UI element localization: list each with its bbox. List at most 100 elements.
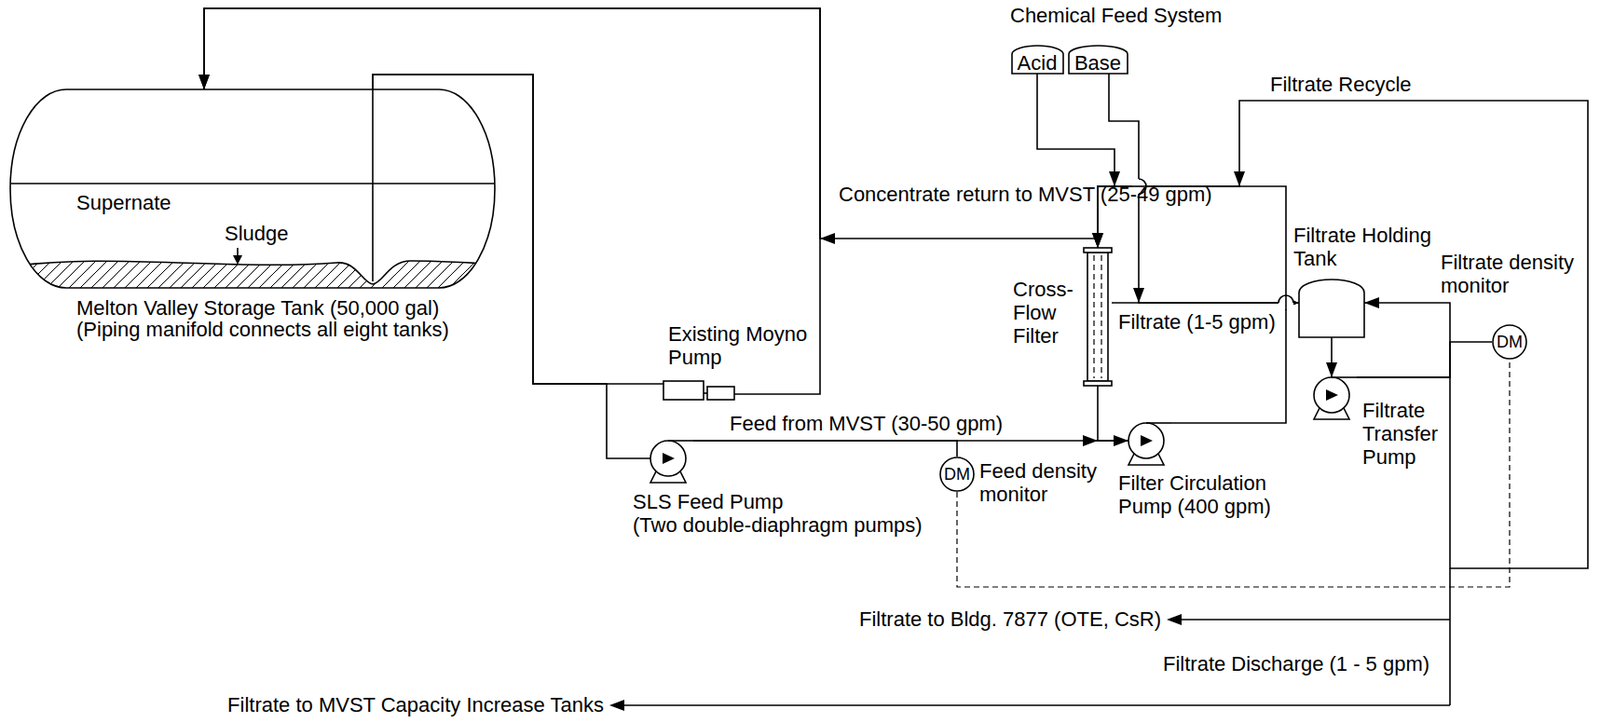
- pump-casing: [1128, 423, 1164, 459]
- pump-symbol: [1313, 377, 1357, 421]
- pump-impeller: [1140, 435, 1153, 447]
- hop-gap: [1132, 178, 1146, 194]
- htank-symbol: [1299, 279, 1365, 338]
- tank-zone-label: Sludge: [224, 221, 289, 246]
- destination-label: Filtrate to Bldg. 7877 (OTE, CsR): [859, 607, 1162, 631]
- filter-body: [1087, 252, 1108, 382]
- hop-arc: [1278, 295, 1294, 303]
- filter-circulation-pump: Filter Circulation Pump (400 gpm): [1128, 423, 1172, 466]
- instrument-circle: [940, 457, 974, 492]
- sludge-hatch: [10, 260, 495, 288]
- arrow-head: [232, 255, 243, 265]
- flow-label: Filtrate (1-5 gpm): [1118, 310, 1276, 334]
- pipe-connector: [1356, 341, 1492, 378]
- pipe-connector: [693, 440, 958, 457]
- pump-outlet: [1331, 376, 1357, 379]
- pipe-segment: [1131, 185, 1147, 188]
- pipe-connector: [1111, 301, 1300, 304]
- pump-impeller: [1326, 389, 1339, 401]
- pipe-connector: [204, 8, 1098, 248]
- moyno-symbol: [663, 381, 735, 400]
- instrument-tag: DM: [1496, 332, 1523, 353]
- system-label: Chemical Feed System: [1010, 3, 1222, 28]
- tank-label: Melton Valley Storage Tank (50,000 gal): [76, 296, 439, 320]
- filtrate-holding-tank: Filtrate Holding Tank: [1299, 279, 1365, 338]
- pump-outlet: [1146, 422, 1172, 424]
- arrow-head: [1166, 614, 1182, 626]
- tank-outline: [1299, 279, 1365, 338]
- arrow-head: [1082, 435, 1098, 447]
- pump-symbol: [1128, 423, 1172, 466]
- cross-flow-filter: Cross-Flow Filter: [1083, 247, 1112, 386]
- tank-label: (Piping manifold connects all eight tank…: [76, 317, 450, 342]
- filter-label: Cross-Flow Filter: [1012, 277, 1079, 348]
- tank-label: Acid: [1017, 51, 1058, 75]
- tank-label: Base: [1074, 51, 1122, 75]
- dip-pipe: [371, 89, 374, 282]
- pump-label: Filtrate Transfer Pump: [1362, 398, 1449, 469]
- base-tank: Base: [1068, 45, 1128, 74]
- pump-shaft: [703, 392, 708, 395]
- tank-outline: [1011, 45, 1064, 74]
- discharge-pipe: [1179, 618, 1450, 621]
- filter-element: [1093, 255, 1095, 379]
- feed-density-monitor: DMFeed density monitor: [939, 456, 975, 493]
- discharge-pipe: [622, 704, 1450, 707]
- arrow-head: [1133, 287, 1145, 303]
- line-hop: [1278, 295, 1294, 311]
- pipe-connector: [1330, 337, 1333, 378]
- pipe-connector: [1037, 73, 1115, 248]
- flow-label: Concentrate return to MVST (25-49 gpm): [838, 182, 1053, 206]
- filter-symbol: [1083, 247, 1112, 386]
- filter-cap: [1083, 247, 1112, 253]
- pipe-segment: [1285, 295, 1287, 311]
- pump-symbol: [650, 440, 694, 484]
- pump-outlet: [668, 439, 694, 442]
- instrument-circle: [1492, 325, 1527, 359]
- pipe-connector: [1097, 186, 1286, 424]
- hop-arc: [1138, 178, 1147, 194]
- tank-outline: [10, 89, 495, 288]
- destination-label: Filtrate to MVST Capacity Increase Tanks: [227, 693, 604, 717]
- storage-tank: SupernateSludgeMelton Valley Storage Tan…: [10, 89, 495, 288]
- moyno-pump: Existing Moyno Pump: [663, 381, 735, 400]
- arrow-head: [609, 699, 625, 712]
- pump-casing: [1313, 377, 1350, 413]
- filtrate-transfer-pump: Filtrate Transfer Pump: [1313, 377, 1357, 421]
- tank-outline: [1068, 45, 1128, 74]
- leader-line: [236, 247, 239, 256]
- pump-label: SLS Feed Pump: [632, 490, 783, 514]
- pipe-connector: [1356, 302, 1450, 378]
- pump-motor: [707, 386, 735, 400]
- flow-label: Feed from MVST (30-50 gpm): [729, 411, 1003, 436]
- arrow-head: [1233, 171, 1245, 187]
- pipe-connector: [1097, 385, 1129, 441]
- filtrate-density-monitor: DMFiltrate density monitor: [1491, 324, 1528, 360]
- flow-label: Filtrate Discharge (1 - 5 gpm): [1162, 652, 1430, 676]
- arrow-head: [1108, 171, 1121, 187]
- flow-label: Filtrate Recycle: [1270, 72, 1412, 96]
- pump-note: (Two double-diaphragm pumps): [632, 513, 923, 537]
- instrument-label: Feed density monitor: [979, 459, 1106, 506]
- signal-connector: [957, 359, 1510, 588]
- filter-element: [1100, 255, 1102, 379]
- pump-casing: [650, 440, 686, 477]
- pipe-connector: [1108, 73, 1300, 303]
- pump-impeller: [662, 452, 675, 465]
- sls-feed-pump: SLS Feed Pump(Two double-diaphragm pumps…: [650, 440, 694, 484]
- instrument-tag: DM: [943, 464, 971, 485]
- pipe-connector: [1097, 100, 1588, 569]
- supernate-level: [11, 182, 494, 185]
- tank-symbol: [10, 89, 495, 288]
- sludge-surface: [10, 260, 495, 285]
- line-hop: [1131, 178, 1147, 194]
- pump-body: [663, 381, 704, 400]
- tank-zone-label: Supernate: [76, 191, 172, 215]
- hop-gap: [1278, 296, 1294, 310]
- tank-label: Filtrate Holding Tank: [1293, 223, 1443, 271]
- filter-cap: [1083, 381, 1112, 386]
- acid-tank: Acid: [1011, 45, 1064, 74]
